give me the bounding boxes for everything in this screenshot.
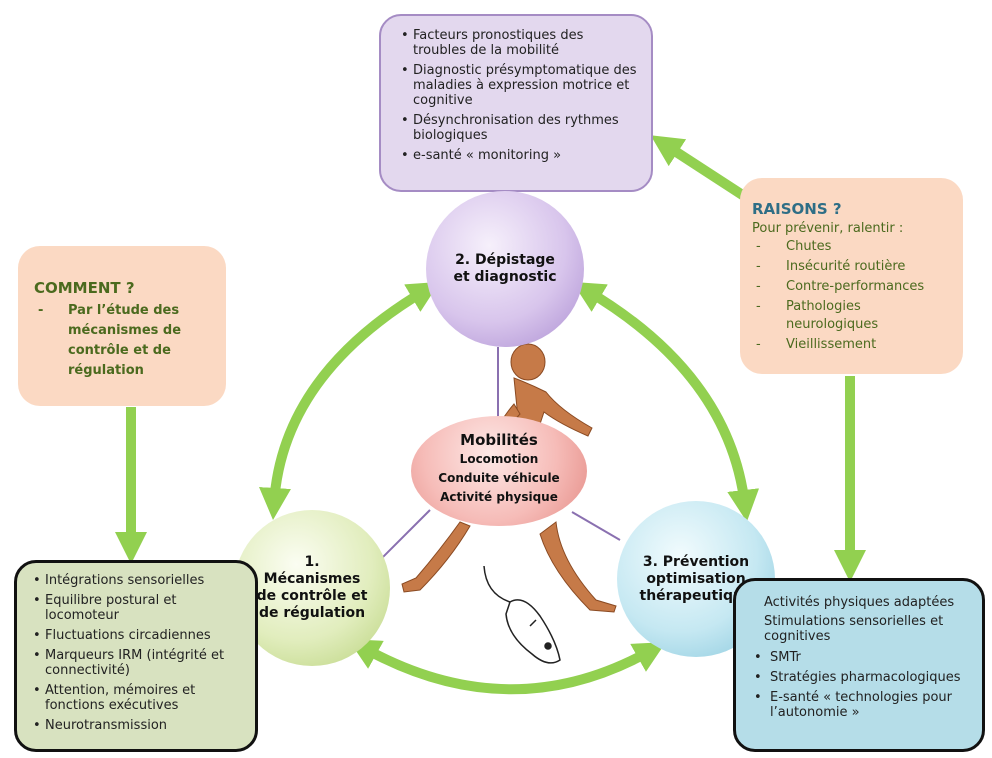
reasons-item: Contre-performances — [752, 278, 955, 296]
circle-screening-diagnosis: 2. Dépistage et diagnostic — [426, 191, 584, 347]
arrow-mecanismes-prevention — [348, 639, 666, 695]
prevention-item: Stratégies pharmacologiques — [754, 670, 974, 685]
prevention-item: Stimulations sensorielles et cognitives — [764, 614, 944, 644]
reasons-box: RAISONS ? Pour prévenir, ralentir : Chut… — [740, 178, 963, 374]
screening-topic-item: e-santé « monitoring » — [401, 148, 637, 163]
mobilities-title: Mobilités — [460, 431, 538, 449]
connector-line-left — [379, 509, 431, 561]
mechanisms-topics-box: Intégrations sensorielles Equilibre post… — [14, 560, 258, 752]
arrow-raisons-to-top — [650, 135, 747, 201]
prevention-item: E-santé « technologies pour l’autonomie … — [754, 690, 974, 720]
mobility-item: Locomotion — [459, 452, 539, 466]
reasons-title: RAISONS ? — [752, 200, 842, 218]
connector-line-right — [571, 511, 621, 541]
mechanism-item: Attention, mémoires et fonctions exécuti… — [33, 683, 247, 713]
comment-title: COMMENT ? — [34, 279, 135, 297]
screening-topics-box: Facteurs pronostiques des troubles de la… — [379, 14, 653, 192]
prevention-item: Activités physiques adaptées — [764, 595, 955, 610]
screening-topic-item: Diagnostic présymptomatique des maladies… — [401, 63, 637, 108]
reasons-item: Vieillissement — [752, 336, 955, 354]
reasons-item: Insécurité routière — [752, 258, 955, 276]
mechanism-item: Marqueurs IRM (intégrité et connectivité… — [33, 648, 247, 678]
reasons-intro: Pour prévenir, ralentir : — [752, 221, 904, 236]
arrow-depistage-mecanismes — [259, 281, 440, 520]
reasons-item: Chutes — [752, 238, 955, 256]
mobility-item: Activité physique — [440, 490, 558, 504]
arrow-depistage-prevention — [572, 281, 760, 522]
screening-topic-item: Désynchronisation des rythmes biologique… — [401, 113, 637, 143]
reasons-item: Pathologies neurologiques — [752, 298, 955, 334]
mechanism-item: Neurotransmission — [33, 718, 247, 733]
comment-box: COMMENT ? Par l’étude des mécanismes de … — [18, 246, 226, 406]
mechanism-item: Fluctuations circadiennes — [33, 628, 247, 643]
prevention-item: SMTr — [754, 650, 974, 665]
comment-item: Par l’étude des mécanismes de contrôle e… — [34, 301, 216, 381]
mobility-item: Conduite véhicule — [438, 471, 560, 485]
rat-icon — [483, 565, 561, 664]
screening-topic-item: Facteurs pronostiques des troubles de la… — [401, 28, 637, 58]
mobilities-ellipse: Mobilités Locomotion Conduite véhicule A… — [411, 416, 587, 526]
mechanism-item: Equilibre postural et locomoteur — [33, 593, 247, 623]
prevention-topics-box: Activités physiques adaptées Stimulation… — [733, 578, 985, 752]
circle-control-mechanisms: 1. Mécanismes de contrôle et de régulati… — [234, 510, 390, 666]
mechanism-item: Intégrations sensorielles — [33, 573, 247, 588]
